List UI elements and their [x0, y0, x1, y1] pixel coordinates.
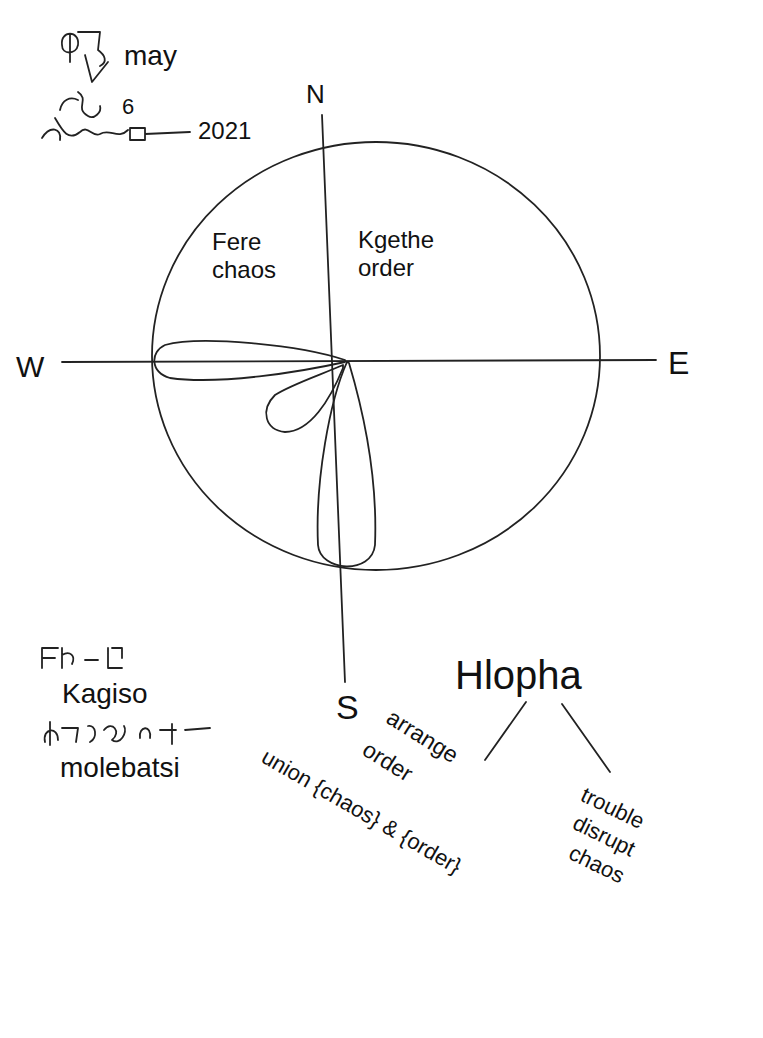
date-number: 2021 [198, 117, 251, 145]
lobe [318, 362, 376, 566]
lobe [266, 365, 343, 432]
compass-letter: W [16, 350, 44, 385]
root-word: Hlopha [455, 652, 582, 698]
axis-line [322, 115, 345, 682]
circle-outline [150, 140, 602, 572]
lobe [154, 341, 345, 380]
date-number: 6 [122, 94, 134, 119]
script-glyph [45, 722, 210, 745]
circle-outline [152, 142, 600, 570]
circle-region: Fere chaos Kgethe order [150, 140, 602, 572]
region-label: Fere chaos [212, 228, 296, 283]
compass-letter: S [336, 688, 359, 727]
script-glyph [60, 92, 100, 117]
branch-word: union {chaos} & {order} [257, 744, 466, 879]
script-glyph [62, 32, 108, 82]
script-glyph [42, 118, 190, 140]
script-glyph [42, 648, 122, 668]
date-word: may [124, 40, 177, 72]
branch-line [485, 702, 526, 760]
compass-letter: N [306, 80, 325, 110]
axis-line [62, 360, 656, 362]
region-label: Kgethe order [358, 226, 458, 281]
branch-line [562, 704, 610, 772]
compass-letter: E [668, 345, 689, 382]
name-word: Kagiso [62, 678, 148, 710]
name-word: molebatsi [60, 752, 180, 784]
